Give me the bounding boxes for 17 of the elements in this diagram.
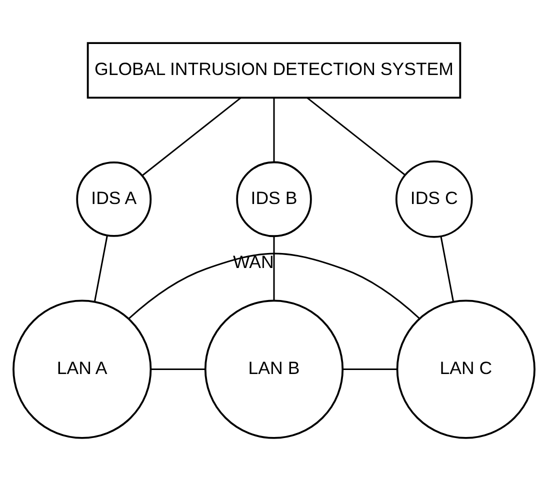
node-circle: IDS C [395,160,473,238]
node-circle: IDS A [76,161,152,237]
node-box: GLOBAL INTRUSION DETECTION SYSTEM [86,42,462,99]
connector [151,368,206,370]
connector [273,236,275,300]
connector [128,252,420,320]
connector [306,97,406,176]
edge-label: WAN [232,252,274,272]
connector [94,235,108,302]
node-circle: LAN A [12,300,152,439]
node-circle: IDS B [236,161,312,238]
connector [273,98,275,162]
connector [142,97,242,176]
node-circle: LAN C [396,300,536,439]
connector [342,368,398,370]
node-circle: LAN B [204,300,344,439]
connector [440,236,454,302]
